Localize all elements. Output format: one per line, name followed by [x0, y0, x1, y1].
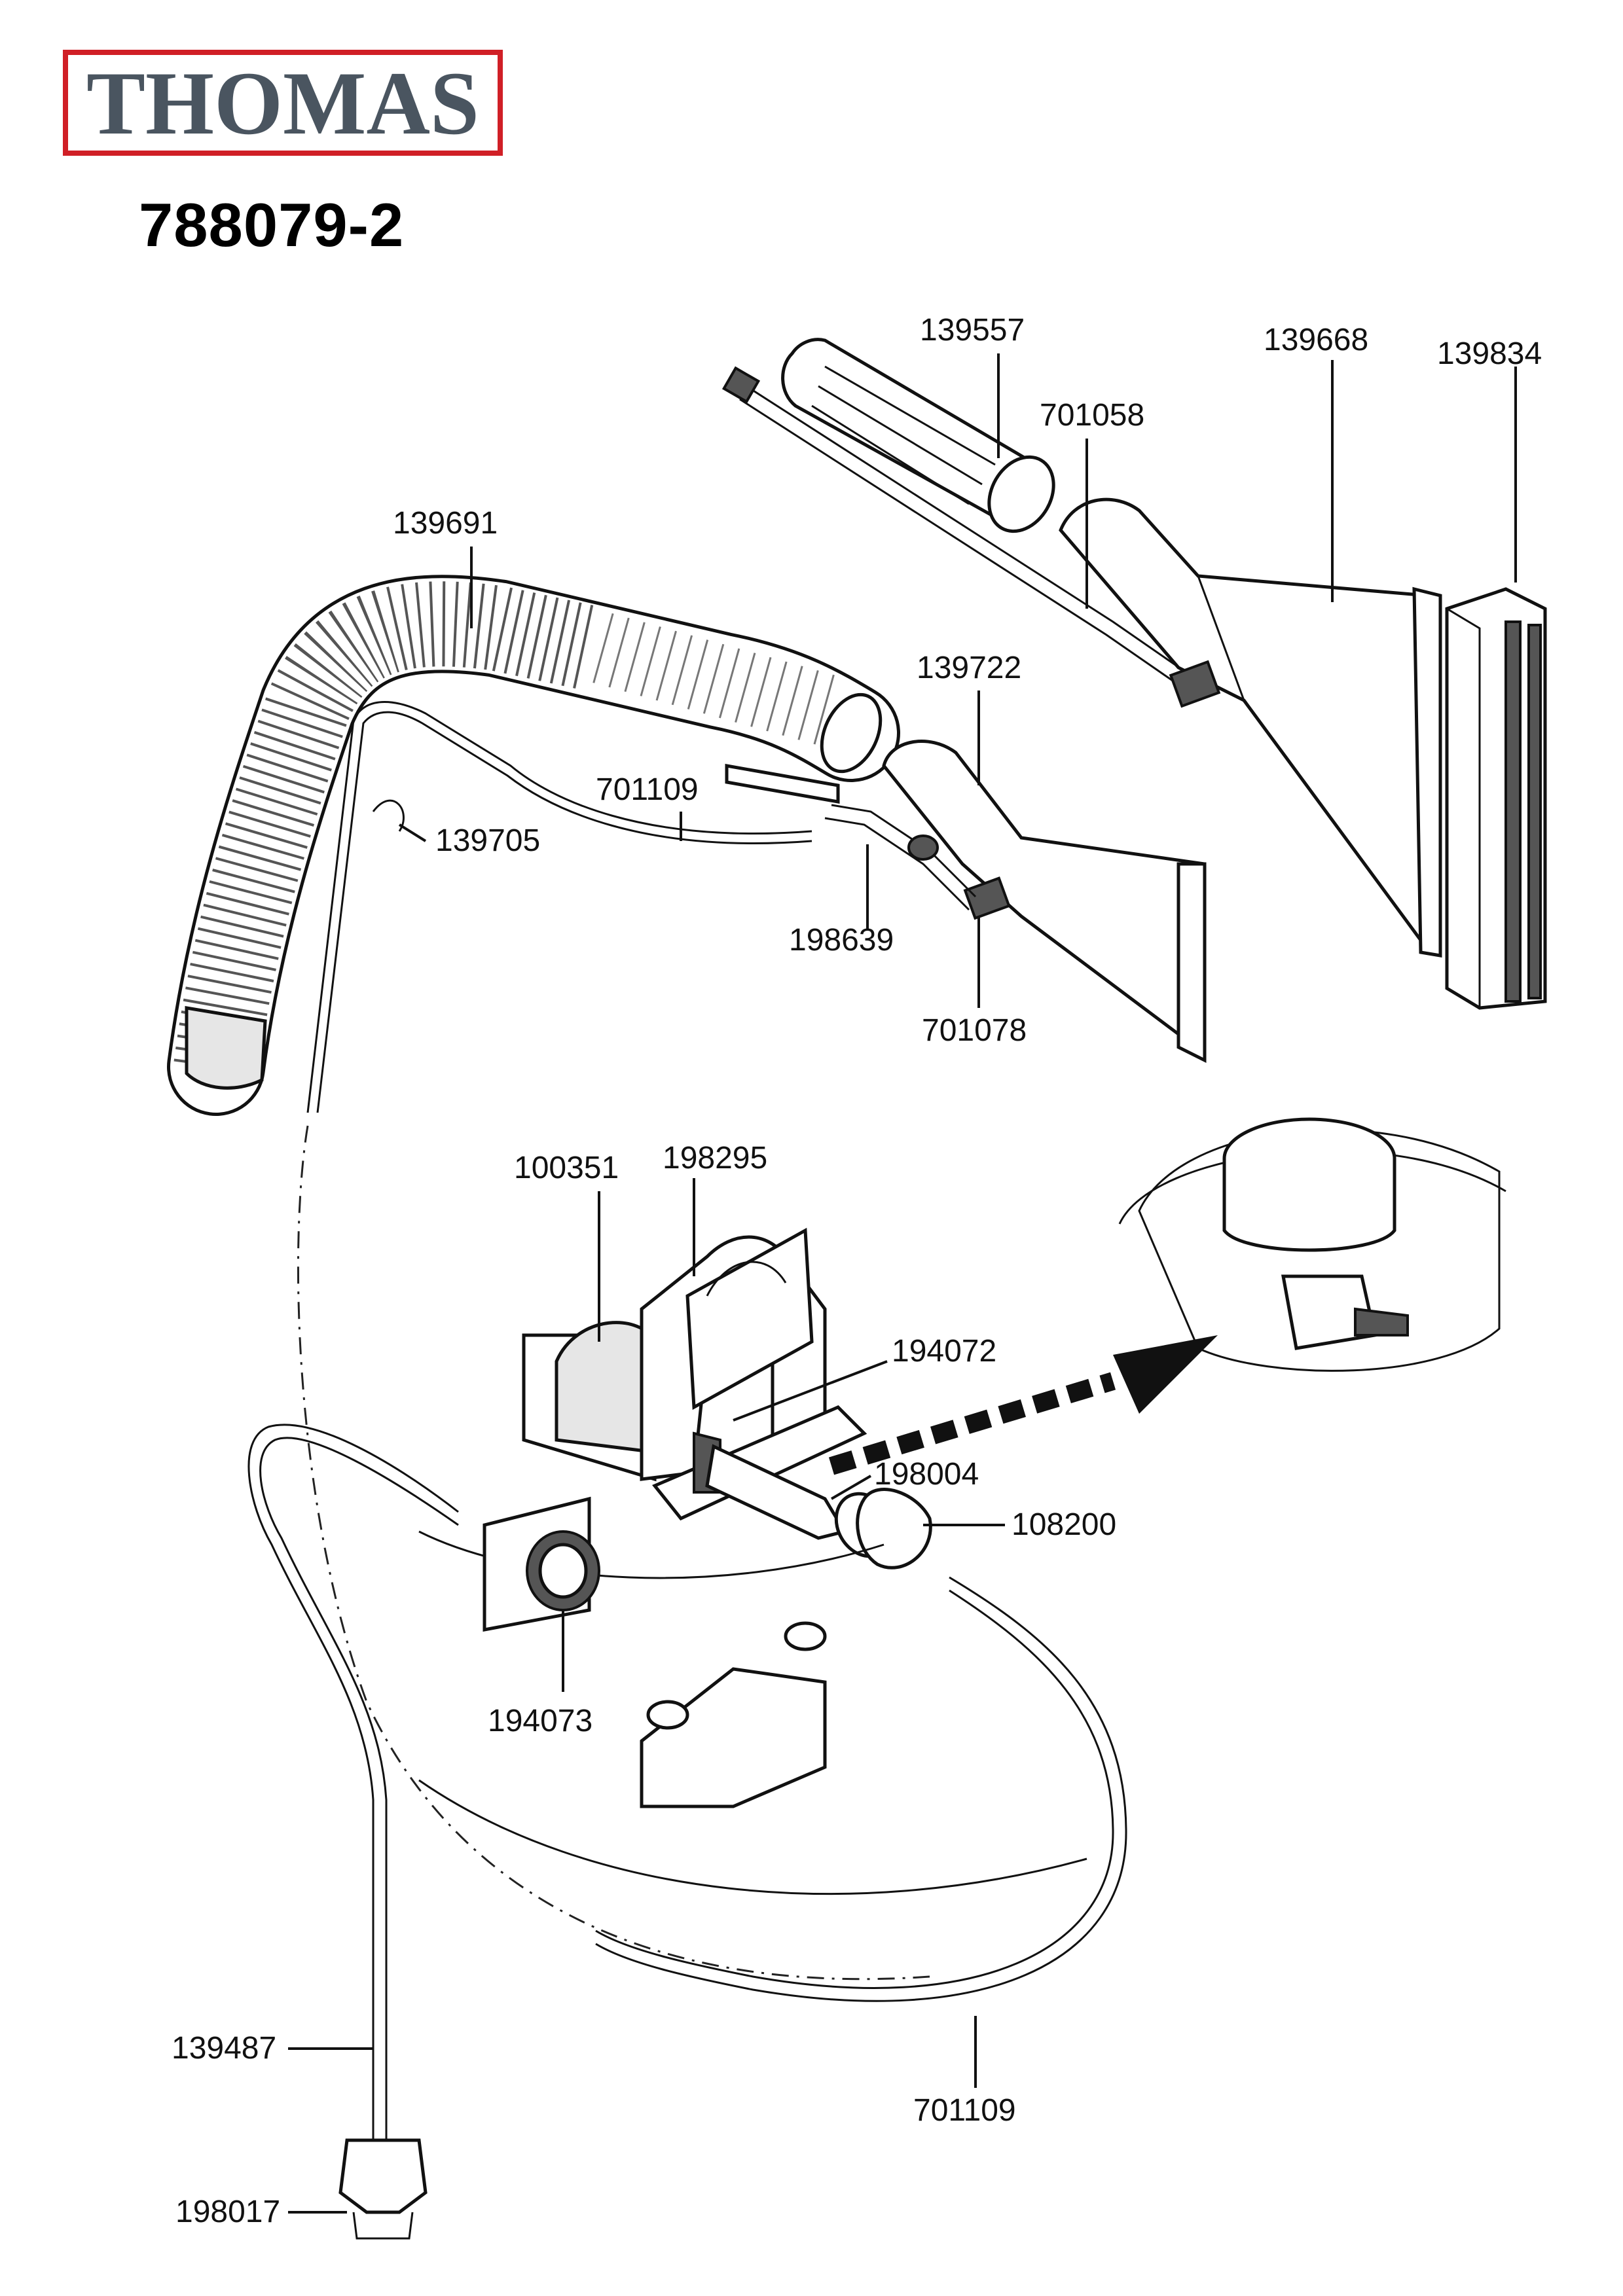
suction-hose-139691	[167, 575, 900, 1116]
label-139722: 139722	[917, 651, 1021, 685]
label-139557: 139557	[920, 313, 1025, 348]
label-108200: 108200	[1012, 1507, 1116, 1542]
nozzle-body-139668	[1059, 497, 1442, 958]
label-198017: 198017	[175, 2195, 280, 2229]
label-139487: 139487	[172, 2031, 276, 2066]
suction-tube-139487	[247, 1424, 459, 2140]
wand-handle-grip	[781, 338, 1055, 533]
label-198004: 198004	[874, 1457, 979, 1492]
squeegee-strip-139834	[1445, 587, 1547, 1010]
label-139691: 139691	[393, 506, 498, 541]
spray-tube	[721, 366, 1199, 695]
nozzle-body-139722	[725, 740, 1207, 1064]
label-100351: 100351	[514, 1151, 619, 1185]
label-198639: 198639	[789, 923, 894, 958]
svg-text:THOMAS: THOMAS	[86, 53, 479, 153]
tank-outline	[297, 1125, 1087, 1981]
label-139705: 139705	[435, 823, 540, 858]
gasket-194073	[483, 1496, 600, 1632]
detail-arrow	[828, 1335, 1218, 1475]
label-139834: 139834	[1437, 336, 1542, 371]
label-194073: 194073	[488, 1704, 593, 1738]
label-198295: 198295	[663, 1141, 767, 1175]
lower-mount	[640, 1621, 827, 1808]
label-701078: 701078	[922, 1013, 1027, 1048]
pump-mount-detail	[1118, 1117, 1506, 1372]
label-701109-upper: 701109	[596, 772, 699, 807]
label-139668: 139668	[1264, 323, 1368, 357]
foot-valve-198017	[338, 2138, 428, 2240]
label-194072: 194072	[892, 1334, 996, 1369]
leader-lines	[288, 353, 1517, 2214]
label-701109-lower: 701109	[913, 2093, 1016, 2128]
pump-block-198295	[685, 1227, 814, 1410]
water-line-139705	[306, 701, 812, 1113]
pressure-hose-lower	[595, 1576, 1127, 2002]
model-number: 788079-2	[139, 190, 405, 259]
label-701058: 701058	[1040, 398, 1144, 433]
thomas-logo: THOMAS	[63, 50, 503, 156]
part-labels: 139557 139668 139834 701058 139691 13972…	[172, 313, 1542, 2229]
